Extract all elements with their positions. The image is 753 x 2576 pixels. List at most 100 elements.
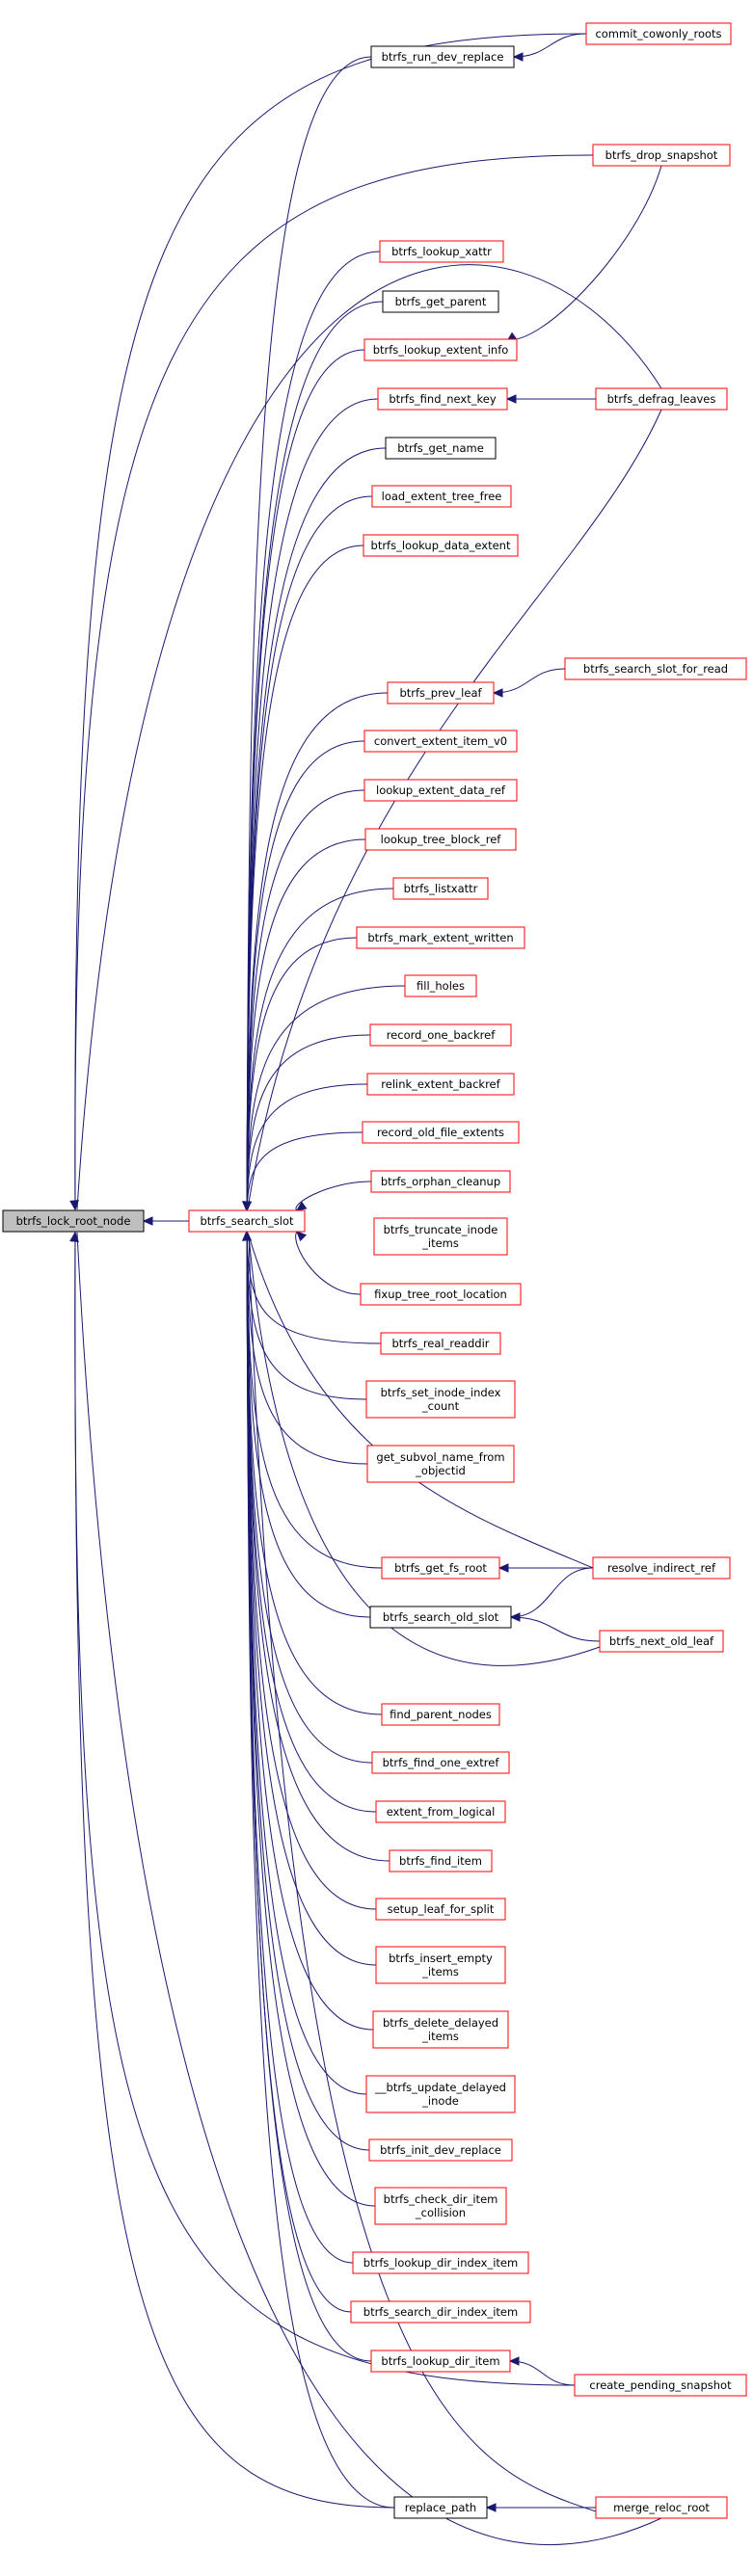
node-root[interactable]: btrfs_lock_root_node	[2, 1209, 145, 1233]
node-fill-holes[interactable]: fill_holes	[404, 974, 477, 997]
node-box	[370, 1170, 511, 1193]
node-find-one-extref[interactable]: btrfs_find_one_extref	[371, 1751, 510, 1774]
node-record-old-file-extents[interactable]: record_old_file_extents	[362, 1121, 520, 1144]
node-search-slot[interactable]: btrfs_search_slot	[188, 1209, 306, 1233]
node-delete-delayed-items[interactable]: btrfs_delete_delayed_items	[372, 2010, 509, 2049]
node-fixup-tree-root-location[interactable]: fixup_tree_root_location	[360, 1283, 522, 1306]
edge-drop_snapshot-lookup_extent_info	[506, 165, 662, 340]
node-prev-leaf[interactable]: btrfs_prev_leaf	[387, 681, 495, 704]
arrowhead	[142, 1216, 153, 1226]
node-label: btrfs_lock_root_node	[16, 1214, 131, 1228]
node-real-readdir[interactable]: btrfs_real_readdir	[380, 1332, 501, 1355]
node-label: record_old_file_extents	[377, 1126, 504, 1139]
node-resolve-indirect-ref[interactable]: resolve_indirect_ref	[592, 1556, 731, 1580]
node-commit-cowonly[interactable]: commit_cowonly_roots	[585, 22, 732, 45]
node-label: _collision	[415, 2206, 466, 2219]
node-convert-extent-item[interactable]: convert_extent_item_v0	[363, 730, 518, 753]
node-label: btrfs_lookup_data_extent	[371, 539, 511, 552]
node-set-inode-index-count[interactable]: btrfs_set_inode_index_count	[365, 1380, 516, 1419]
node-get-fs-root[interactable]: btrfs_get_fs_root	[381, 1556, 500, 1580]
node-relink-extent-backref[interactable]: relink_extent_backref	[366, 1073, 515, 1096]
node-box	[380, 1332, 501, 1355]
node-replace-path[interactable]: replace_path	[393, 2496, 488, 2519]
node-label: relink_extent_backref	[381, 1077, 500, 1091]
node-label: merge_reloc_root	[613, 2501, 710, 2514]
node-label: btrfs_defrag_leaves	[607, 392, 716, 406]
node-label: btrfs_truncate_inode	[384, 1223, 498, 1236]
node-label: find_parent_nodes	[390, 1708, 492, 1721]
node-label: btrfs_mark_extent_written	[367, 931, 513, 944]
node-box	[356, 926, 525, 949]
node-orphan-cleanup[interactable]: btrfs_orphan_cleanup	[370, 1170, 511, 1193]
node-label: btrfs_lookup_dir_index_item	[363, 2256, 518, 2270]
arrowhead	[492, 688, 503, 698]
node-label: btrfs_find_next_key	[389, 392, 496, 406]
node-label: get_subvol_name_from	[376, 1450, 504, 1464]
node-box	[585, 22, 732, 45]
node-label: convert_extent_item_v0	[374, 734, 507, 748]
node-get-name[interactable]: btrfs_get_name	[385, 437, 497, 460]
node-label: _items	[421, 1236, 459, 1250]
node-drop-snapshot[interactable]: btrfs_drop_snapshot	[592, 144, 731, 167]
edge-get_fs_root	[246, 1231, 383, 1569]
edge-get_parent	[246, 301, 384, 1211]
node-create-pending-snapshot[interactable]: create_pending_snapshot	[574, 2374, 747, 2397]
node-run-dev-replace[interactable]: btrfs_run_dev_replace	[370, 45, 515, 68]
node-listxattr[interactable]: btrfs_listxattr	[392, 877, 489, 900]
node-label: record_one_backref	[387, 1028, 497, 1042]
node-insert-empty-items[interactable]: btrfs_insert_empty_items	[375, 1946, 506, 1984]
node-extent-from-logical[interactable]: extent_from_logical	[375, 1800, 506, 1823]
node-search-slot-for-read[interactable]: btrfs_search_slot_for_read	[564, 657, 747, 680]
node-check-dir-item-collision[interactable]: btrfs_check_dir_item_collision	[374, 2187, 507, 2225]
node-get-subvol-name[interactable]: get_subvol_name_from_objectid	[366, 1445, 515, 1483]
node-find-item[interactable]: btrfs_find_item	[389, 1849, 493, 1872]
node-lookup-dir-item[interactable]: btrfs_lookup_dir_item	[370, 2350, 511, 2373]
node-box	[370, 2350, 511, 2373]
node-box	[362, 1121, 520, 1144]
node-truncate-inode-items[interactable]: btrfs_truncate_inode_items	[373, 1217, 508, 1256]
node-box	[366, 1073, 515, 1096]
node-merge-reloc-root[interactable]: merge_reloc_root	[595, 2496, 728, 2519]
node-lookup-tree-block-ref[interactable]: lookup_tree_block_ref	[364, 828, 517, 851]
node-box	[377, 387, 508, 411]
node-box	[592, 1556, 731, 1580]
edge-search_dir_index_item	[246, 1231, 352, 2313]
node-find-parent-nodes[interactable]: find_parent_nodes	[381, 1703, 500, 1726]
node-box	[375, 1946, 506, 1984]
node-find-next-key[interactable]: btrfs_find_next_key	[377, 387, 508, 411]
edge-update_delayed_inode	[246, 1231, 367, 2095]
edge-lookup_data_extent	[246, 544, 364, 1211]
node-lookup-extent-info[interactable]: btrfs_lookup_extent_info	[363, 338, 518, 361]
node-search-dir-index-item[interactable]: btrfs_search_dir_index_item	[350, 2300, 531, 2324]
arrowhead	[485, 2503, 497, 2512]
edge-convert_extent_item	[246, 740, 365, 1211]
node-box	[365, 1380, 516, 1419]
node-box	[364, 828, 517, 851]
edge-replace_path-root	[74, 1232, 395, 2509]
node-box	[382, 290, 499, 313]
node-label: __btrfs_update_delayed	[374, 2081, 506, 2094]
node-lookup-extent-data-ref[interactable]: lookup_extent_data_ref	[363, 779, 518, 802]
node-box	[371, 485, 512, 508]
node-lookup-dir-index-item[interactable]: btrfs_lookup_dir_index_item	[352, 2251, 529, 2274]
node-search-old-slot[interactable]: btrfs_search_old_slot	[369, 1606, 512, 1629]
node-box	[387, 681, 495, 704]
node-load-extent-tree-free[interactable]: load_extent_tree_free	[371, 485, 512, 508]
node-record-one-backref[interactable]: record_one_backref	[369, 1023, 512, 1047]
edge-find_next_key	[246, 398, 379, 1211]
node-mark-extent-written[interactable]: btrfs_mark_extent_written	[356, 926, 525, 949]
node-update-delayed-inode[interactable]: __btrfs_update_delayed_inode	[365, 2075, 516, 2113]
node-lookup-xattr[interactable]: btrfs_lookup_xattr	[379, 240, 504, 263]
node-box	[374, 2187, 507, 2225]
node-lookup-data-extent[interactable]: btrfs_lookup_data_extent	[363, 534, 519, 557]
node-box	[360, 1283, 522, 1306]
node-init-dev-replace[interactable]: btrfs_init_dev_replace	[368, 2138, 513, 2162]
node-setup-leaf-for-split[interactable]: setup_leaf_for_split	[375, 1898, 506, 1921]
node-next-old-leaf[interactable]: btrfs_next_old_leaf	[599, 1630, 724, 1653]
node-box	[592, 144, 731, 167]
node-get-parent[interactable]: btrfs_get_parent	[382, 290, 499, 313]
node-defrag-leaves[interactable]: btrfs_defrag_leaves	[595, 387, 728, 411]
node-label: btrfs_real_readdir	[392, 1337, 490, 1350]
node-label: replace_path	[405, 2501, 476, 2514]
